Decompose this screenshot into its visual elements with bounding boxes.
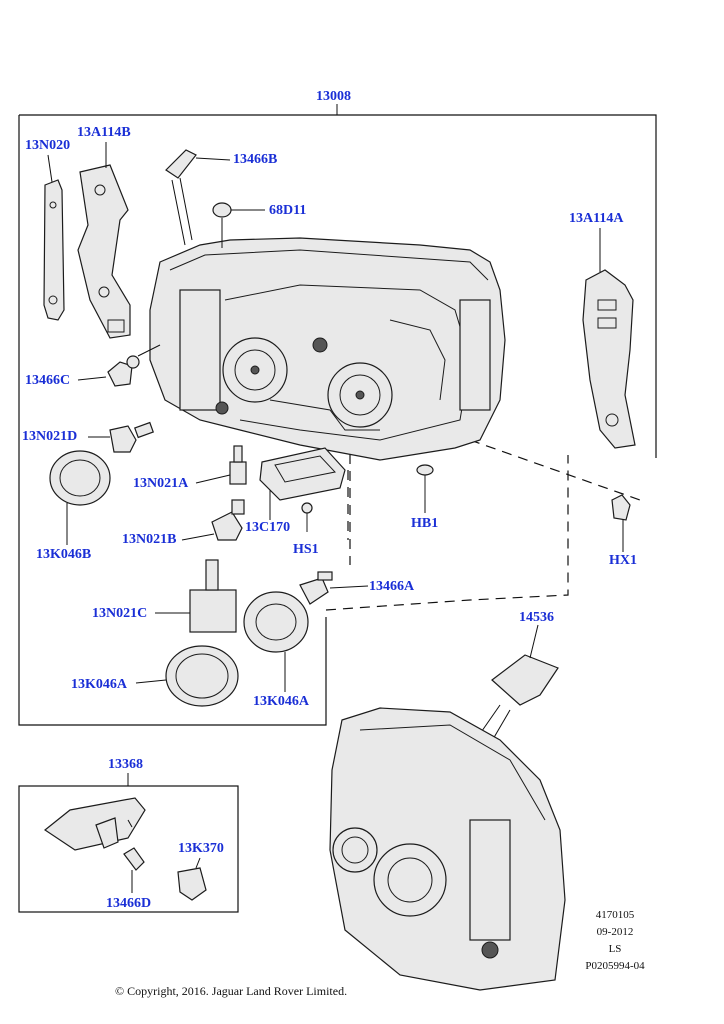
headlamp-reference-view xyxy=(329,707,566,991)
side-lamp-13368 xyxy=(43,797,146,851)
label-13N020: 13N020 xyxy=(25,138,71,153)
label-13A114A: 13A114A xyxy=(569,211,624,226)
label-13K046A-right: 13K046A xyxy=(253,694,309,709)
bulb-13466A xyxy=(299,571,369,605)
label-HS1: HS1 xyxy=(293,542,319,557)
bulb-13N021D xyxy=(88,421,154,453)
bulb-13466C xyxy=(77,344,161,387)
reference-meta: 4170105 09-2012 LS P0205994-04 xyxy=(575,907,655,975)
label-HB1: HB1 xyxy=(411,516,439,531)
mount-13A114B xyxy=(77,142,131,339)
meta-line-1: 4170105 xyxy=(595,909,635,921)
label-13N021B: 13N021B xyxy=(122,532,177,547)
label-13C170: 13C170 xyxy=(245,520,291,535)
bulb-13N021A xyxy=(195,445,247,485)
copyright-text: © Copyright, 2016. Jaguar Land Rover Lim… xyxy=(115,984,348,998)
meta-line-3: LS xyxy=(608,943,622,955)
dashed-axis-2 xyxy=(469,439,641,501)
cover-13K046A-left xyxy=(135,645,239,707)
label-13N021C: 13N021C xyxy=(92,606,148,621)
label-13A114B: 13A114B xyxy=(77,125,131,140)
bracket-13N020 xyxy=(43,154,65,321)
label-13466D: 13466D xyxy=(106,896,152,911)
cap-68D11 xyxy=(212,202,265,248)
label-13K370: 13K370 xyxy=(178,841,224,856)
label-13008: 13008 xyxy=(316,89,351,104)
label-13466A: 13466A xyxy=(369,579,415,594)
label-13466B: 13466B xyxy=(233,152,278,167)
screw-HS1 xyxy=(301,502,313,532)
frame-dashed-edge xyxy=(325,455,569,611)
module-13C170 xyxy=(259,447,346,520)
clip-13466B xyxy=(165,149,231,246)
label-HX1: HX1 xyxy=(609,553,637,568)
meta-line-4: P0205994-04 xyxy=(585,960,645,972)
socket-13K370 xyxy=(177,857,207,901)
label-13N021A: 13N021A xyxy=(133,476,189,491)
assembly-frame xyxy=(18,114,657,726)
bulb-13N021C xyxy=(155,559,237,633)
label-13466C: 13466C xyxy=(25,373,71,388)
headlamp-housing xyxy=(149,237,506,461)
meta-line-2: 09-2012 xyxy=(596,926,634,938)
label-13N021D: 13N021D xyxy=(22,429,78,444)
label-13K046A-left: 13K046A xyxy=(71,677,127,692)
cover-13K046B xyxy=(49,450,111,545)
label-13K046B: 13K046B xyxy=(36,547,92,562)
mount-13A114A xyxy=(582,228,636,449)
label-13368: 13368 xyxy=(108,757,143,772)
bulb-13N021B xyxy=(181,499,245,541)
cover-13K046A-right xyxy=(243,591,309,692)
screw-HB1 xyxy=(416,464,434,513)
label-68D11: 68D11 xyxy=(269,203,307,218)
label-14536: 14536 xyxy=(519,610,554,625)
bulb-13466D xyxy=(123,847,145,893)
clip-HX1 xyxy=(611,494,631,552)
